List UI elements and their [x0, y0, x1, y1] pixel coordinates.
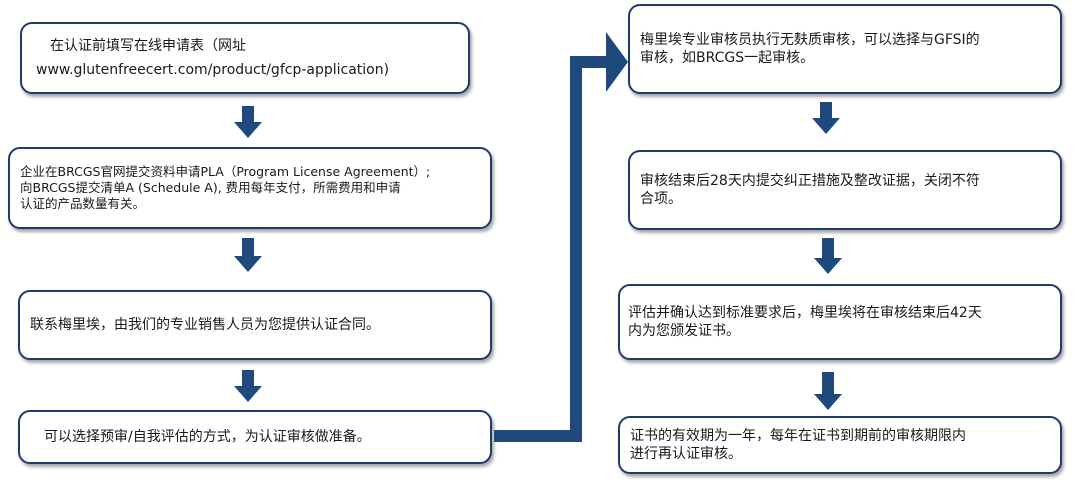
step-line: 认证的产品数量有关。: [20, 196, 146, 212]
step-recertification: 证书的有效期为一年，每年在证书到期前的审核期限内 进行再认证审核。: [618, 416, 1062, 474]
down-arrow-icon: [814, 238, 842, 274]
step-issue-certificate: 评估并确认达到标准要求后，梅里埃将在审核结束后42天 内为您颁发证书。: [618, 284, 1062, 360]
connector-arrow-icon: [494, 32, 628, 442]
down-arrow-icon: [234, 238, 262, 272]
step-line: 联系梅里埃，由我们的专业销售人员为您提供认证合同。: [30, 316, 380, 333]
step-corrective-actions: 审核结束后28天内提交纠正措施及整改证据，关闭不符 合项。: [628, 150, 1062, 230]
step-line: 评估并确认达到标准要求后，梅里埃将在审核结束后42天: [628, 304, 982, 321]
step-contact-sales: 联系梅里埃，由我们的专业销售人员为您提供认证合同。: [18, 290, 492, 360]
step-line: 进行再认证审核。: [630, 446, 742, 462]
step-line: 梅里埃专业审核员执行无麸质审核，可以选择与GFSI的: [640, 31, 980, 48]
step-line: 审核结束后28天内提交纠正措施及整改证据，关闭不符: [640, 172, 980, 189]
step-line: 审核，如BRCGS一起审核。: [640, 50, 815, 66]
down-arrow-icon: [234, 370, 262, 402]
step-online-application: 在认证前填写在线申请表（网址 www.glutenfreecert.com/pr…: [20, 22, 470, 94]
step-line: 证书的有效期为一年，每年在证书到期前的审核期限内: [630, 427, 966, 444]
down-arrow-icon: [234, 106, 262, 138]
down-arrow-icon: [814, 372, 842, 410]
step-brcgs-pla: 企业在BRCGS官网提交资料申请PLA（Program License Agre…: [8, 147, 492, 229]
step-pre-assessment: 可以选择预审/自我评估的方式，为认证审核做准备。: [18, 410, 492, 464]
step-line: 在认证前填写在线申请表（网址: [50, 37, 246, 54]
step-line: 企业在BRCGS官网提交资料申请PLA（Program License Agre…: [20, 163, 431, 179]
step-gluten-free-audit: 梅里埃专业审核员执行无麸质审核，可以选择与GFSI的 审核，如BRCGS一起审核…: [628, 4, 1062, 94]
down-arrow-icon: [812, 102, 840, 134]
step-line: www.glutenfreecert.com/product/gfcp-appl…: [36, 62, 390, 78]
step-line: 内为您颁发证书。: [628, 323, 740, 339]
step-line: 可以选择预审/自我评估的方式，为认证审核做准备。: [44, 428, 371, 445]
step-line: 向BRCGS提交清单A (Schedule A), 费用每年支付，所需费用和申请: [20, 179, 401, 195]
step-line: 合项。: [640, 191, 682, 207]
